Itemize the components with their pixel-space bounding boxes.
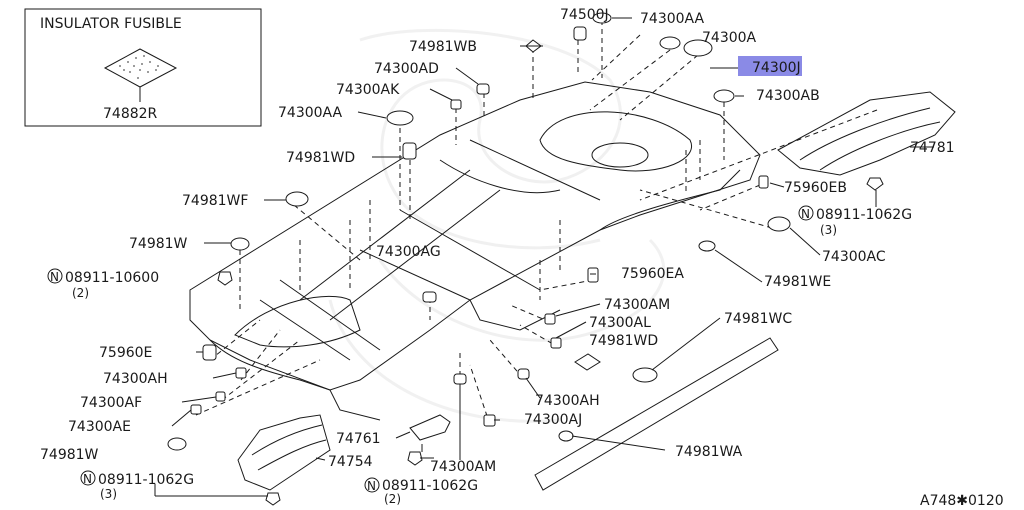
highlight-74300J xyxy=(738,56,802,76)
label-74300AM-bottom[interactable]: 74300AM xyxy=(430,459,496,475)
label-08911-1062G-bottomleft[interactable]: 08911-1062G xyxy=(98,472,194,488)
label-74300AE[interactable]: 74300AE xyxy=(68,419,131,435)
plug-74300AJ xyxy=(483,414,496,427)
nut-08911-bottommid xyxy=(407,451,423,466)
components xyxy=(167,12,884,506)
label-74981WA[interactable]: 74981WA xyxy=(675,444,743,460)
label-08911-1062G-right[interactable]: 08911-1062G xyxy=(816,207,912,223)
n-marker-bottommid-text: N xyxy=(367,479,376,493)
pad-74981WD-mid xyxy=(574,353,601,371)
plug-74300A xyxy=(659,36,681,50)
label-74981W-bottom[interactable]: 74981W xyxy=(40,447,99,463)
nut-08911-right xyxy=(866,177,884,191)
insulator-74781-shape xyxy=(777,91,956,176)
label-75960EA[interactable]: 75960EA xyxy=(621,266,684,282)
bracket-74761 xyxy=(409,414,451,441)
label-08911-1062G-bottommid[interactable]: 08911-1062G xyxy=(382,478,478,494)
label-74981WD-mid[interactable]: 74981WD xyxy=(589,333,658,349)
n-marker-10600: N xyxy=(47,268,63,284)
pad-74981W-left xyxy=(230,237,250,251)
plug-74300AF xyxy=(215,391,226,402)
legend-title: INSULATOR FUSIBLE xyxy=(40,16,182,32)
label-74300J[interactable]: 74300J xyxy=(752,60,801,76)
label-74300A[interactable]: 74300A xyxy=(702,30,757,46)
qty-right: (3) xyxy=(820,223,837,237)
n-marker-right: N xyxy=(798,205,814,221)
label-74300AK[interactable]: 74300AK xyxy=(336,82,400,98)
clip-75960EB xyxy=(758,175,769,189)
label-75960EB[interactable]: 75960EB xyxy=(784,180,847,196)
label-74981WF[interactable]: 74981WF xyxy=(182,193,248,209)
insulator-legend-box: INSULATOR FUSIBLE 74882R xyxy=(24,8,262,127)
diagram-code: A748✱0120 xyxy=(920,493,1004,509)
clip-75960E xyxy=(202,344,217,361)
qty-bottommid: (2) xyxy=(384,492,401,506)
plug-74300AG xyxy=(422,291,437,303)
plug-74300AK xyxy=(450,99,462,110)
legend-dot-pattern xyxy=(119,55,159,79)
plug-74300AH-right xyxy=(453,373,467,385)
nut-08911-10600 xyxy=(217,271,233,286)
label-08911-10600[interactable]: 08911-10600 xyxy=(65,270,159,286)
part-labels: 74500J 74300AA 74300A 74300J 74981WB 743… xyxy=(40,7,1004,509)
plug-74981WD-top xyxy=(402,142,417,160)
insulator-74754-shape xyxy=(237,414,331,491)
label-74981WC[interactable]: 74981WC xyxy=(724,311,792,327)
plug-74500J xyxy=(573,26,587,41)
n-marker-bottommid: N xyxy=(364,477,380,493)
plug-74300AH-left xyxy=(235,367,247,379)
plug-74300AH-mid xyxy=(517,368,530,380)
label-74754[interactable]: 74754 xyxy=(328,454,373,470)
label-74300AB[interactable]: 74300AB xyxy=(756,88,820,104)
label-74300AA-left[interactable]: 74300AA xyxy=(278,105,343,121)
label-74981WB[interactable]: 74981WB xyxy=(409,39,477,55)
plug-74300AA-left xyxy=(386,110,414,126)
label-74300AJ[interactable]: 74300AJ xyxy=(524,412,582,428)
plug-74300AL xyxy=(550,337,562,349)
clip-75960EA xyxy=(587,267,599,283)
label-74300AC[interactable]: 74300AC xyxy=(822,249,886,265)
grommet-74981WF xyxy=(285,191,309,207)
side-sill-strip xyxy=(534,337,779,491)
label-74761[interactable]: 74761 xyxy=(336,431,381,447)
plug-74300AD xyxy=(476,83,490,95)
label-74300AL[interactable]: 74300AL xyxy=(589,315,651,331)
label-74300AF[interactable]: 74300AF xyxy=(80,395,142,411)
pad-74981WE xyxy=(698,240,716,252)
legend-part-number: 74882R xyxy=(103,106,158,122)
n-marker-10600-text: N xyxy=(50,270,59,284)
label-74981WE[interactable]: 74981WE xyxy=(764,274,831,290)
qty-10600: (2) xyxy=(72,286,89,300)
plug-74300AM-right xyxy=(544,313,556,325)
label-74300AG[interactable]: 74300AG xyxy=(376,244,441,260)
label-74981WD-top[interactable]: 74981WD xyxy=(286,150,355,166)
qty-bottomleft: (3) xyxy=(100,487,117,501)
dashed-leaders xyxy=(195,20,878,426)
pad-74981W-bottom xyxy=(167,437,187,451)
label-75960E[interactable]: 75960E xyxy=(99,345,152,361)
n-marker-bottomleft: N xyxy=(80,470,96,486)
floor-panel xyxy=(189,81,761,421)
watermark-logo xyxy=(328,28,666,423)
plug-74300J xyxy=(683,39,713,57)
label-74300AA-top[interactable]: 74300AA xyxy=(640,11,705,27)
plug-74300AE xyxy=(190,404,202,415)
plug-74300AB xyxy=(713,89,735,103)
label-74500J[interactable]: 74500J xyxy=(560,7,609,23)
label-74300AM-right[interactable]: 74300AM xyxy=(604,297,670,313)
nut-08911-bottomleft xyxy=(265,492,281,506)
plug-74300AC xyxy=(767,216,791,232)
n-marker-right-text: N xyxy=(801,207,810,221)
label-74981W-left[interactable]: 74981W xyxy=(129,236,188,252)
label-74300AH-left[interactable]: 74300AH xyxy=(103,371,168,387)
label-74781[interactable]: 74781 xyxy=(910,140,955,156)
n-marker-bottomleft-text: N xyxy=(83,472,92,486)
solid-leaders xyxy=(154,17,934,497)
plug-74300AA-top xyxy=(592,12,612,24)
label-74300AD[interactable]: 74300AD xyxy=(374,61,439,77)
label-74300AH-right[interactable]: 74300AH xyxy=(535,393,600,409)
